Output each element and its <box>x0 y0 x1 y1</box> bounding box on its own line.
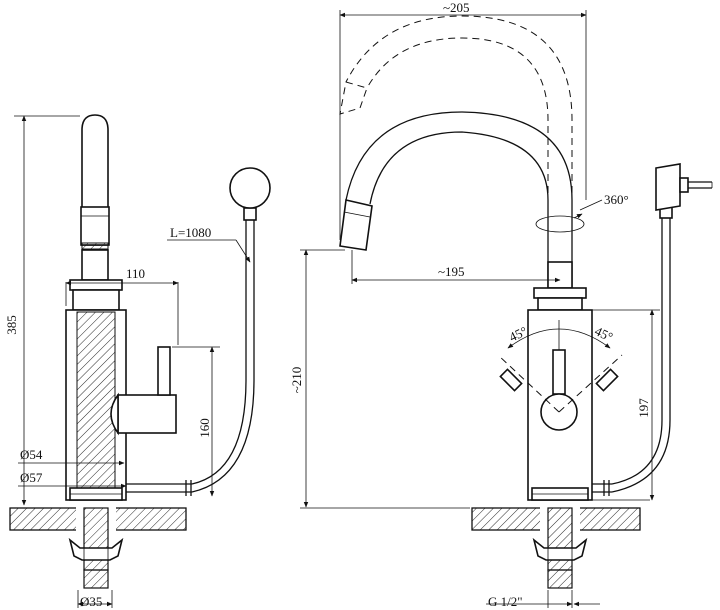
dim-197: 197 <box>636 398 651 418</box>
dim-205: ~205 <box>443 0 470 15</box>
dim-210: ~210 <box>289 367 304 394</box>
wingnut-left <box>68 537 124 561</box>
plug-ball <box>229 167 271 209</box>
spout-tip <box>339 199 373 251</box>
dim-110: 110 <box>126 266 145 281</box>
cable-left <box>191 220 247 485</box>
front-view: 360° 45° 45° <box>289 0 713 609</box>
dim-195: ~195 <box>438 264 465 279</box>
cable-length-label: L=1080 <box>170 225 211 240</box>
spout-arc <box>369 131 549 288</box>
cable-right <box>611 218 663 485</box>
lever-right <box>552 349 566 395</box>
rotation-label: 360° <box>604 192 629 207</box>
wingnut-right <box>532 537 588 561</box>
angle-left-label: 45° <box>507 323 530 344</box>
dim-d57: Ø57 <box>20 470 43 485</box>
power-plug <box>655 163 681 211</box>
dim-d54: Ø54 <box>20 447 43 462</box>
lever-left <box>117 394 177 434</box>
dim-385: 385 <box>4 315 19 335</box>
angle-right-label: 45° <box>592 323 615 344</box>
dim-160: 160 <box>197 418 212 438</box>
dim-d35: Ø35 <box>80 594 102 609</box>
dim-thread: G 1/2" <box>488 594 523 609</box>
side-view: 385 110 160 Ø54 Ø57 Ø35 L=1080 <box>4 114 271 609</box>
